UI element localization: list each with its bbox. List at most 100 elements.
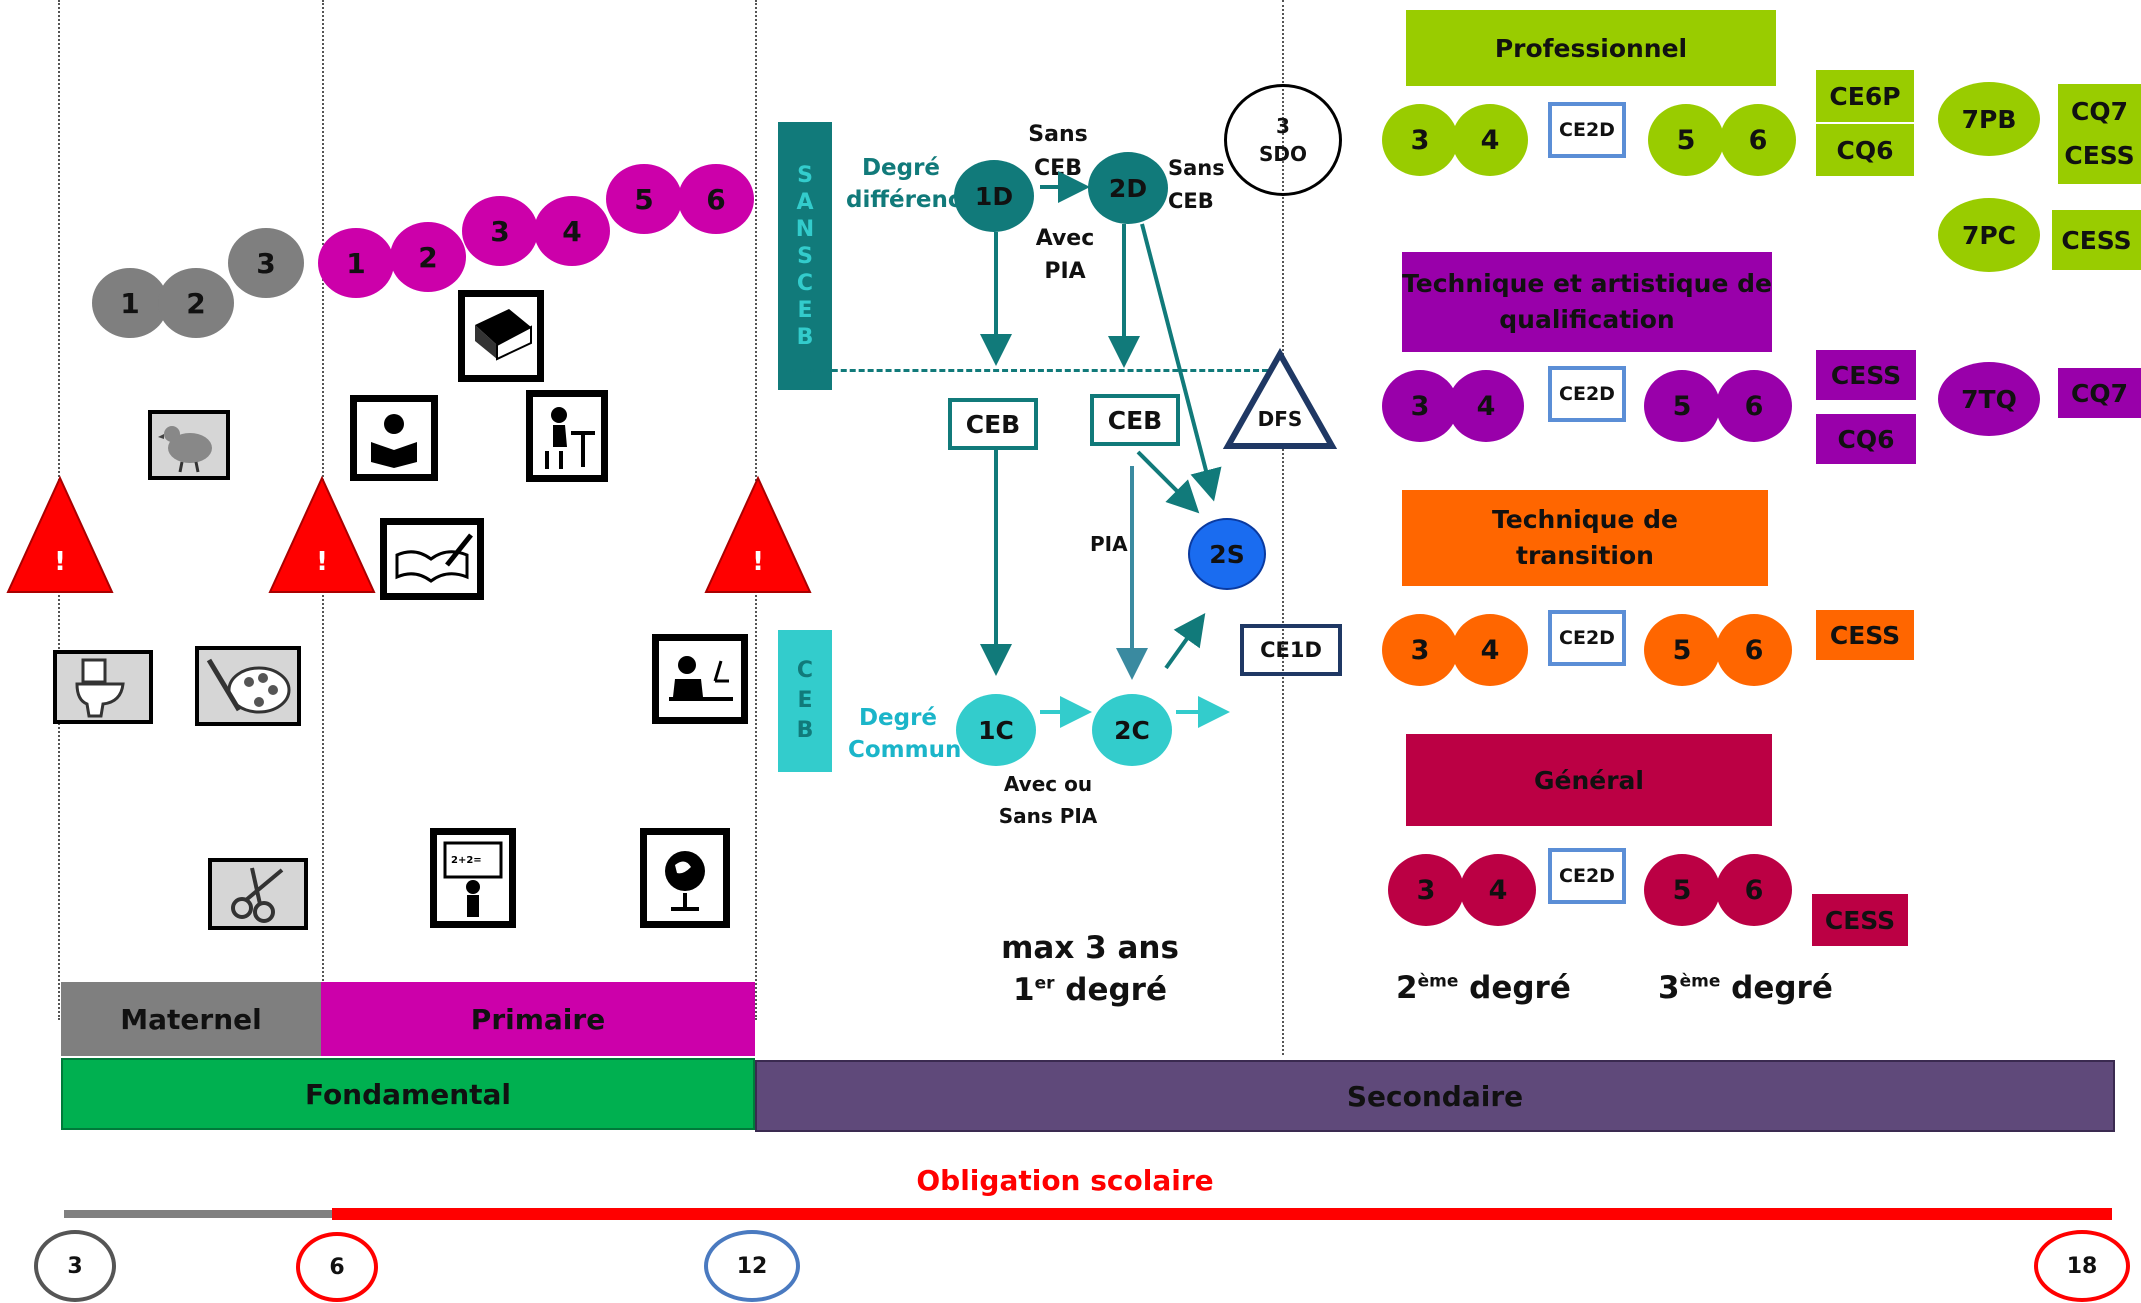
primaire-step: 6: [678, 164, 754, 234]
deuxieme-degre-label: 2ème degré: [1396, 970, 1571, 1006]
year-5: 5: [1648, 104, 1724, 176]
ce2d-box: CE2D: [1548, 366, 1626, 422]
svg-text:!: !: [752, 547, 764, 577]
scissors-icon: [208, 858, 308, 930]
ce2d-box: CE2D: [1548, 102, 1626, 158]
svg-text:!: !: [54, 547, 66, 577]
year-6: 6: [1716, 370, 1792, 442]
obligation-scolaire-label: Obligation scolaire: [916, 1164, 1214, 1197]
age-6: 6: [296, 1232, 378, 1302]
node-1c: 1C: [956, 694, 1036, 766]
troisieme-degre-label: 3ème degré: [1658, 970, 1833, 1006]
dfs-triangle: DFS: [1222, 348, 1338, 449]
year-5: 5: [1644, 614, 1720, 686]
maternel-step: 1: [92, 268, 168, 338]
year-4: 4: [1452, 104, 1528, 176]
cess-label: CESS: [1816, 350, 1916, 400]
primaire-step: 5: [606, 164, 682, 234]
year-3: 3: [1382, 614, 1458, 686]
year-3: 3: [1382, 370, 1458, 442]
cq6-label: CQ6: [1816, 124, 1914, 176]
study-desk-icon: [652, 634, 748, 724]
ceb-box: CEB: [1090, 394, 1180, 446]
warning-icon: !: [704, 475, 812, 593]
primaire-step: 2: [390, 222, 466, 292]
year-4: 4: [1448, 370, 1524, 442]
svg-text:2+2=: 2+2=: [451, 855, 482, 866]
svg-text:DFS: DFS: [1258, 407, 1303, 431]
degre-differencie-label: Degré différencié: [846, 155, 956, 213]
premier-degre-label: 1er degré: [1012, 972, 1167, 1008]
secondaire-bar: Secondaire: [755, 1060, 2115, 1132]
year-4: 4: [1452, 614, 1528, 686]
globe-icon: [640, 828, 730, 928]
year-6: 6: [1720, 104, 1796, 176]
maternel-step: 2: [158, 268, 234, 338]
year-4: 4: [1460, 854, 1536, 926]
ce2d-box: CE2D: [1548, 848, 1626, 904]
cess-label: CESS: [2052, 210, 2141, 270]
warning-icon: !: [268, 475, 376, 593]
svg-text:!: !: [316, 547, 328, 577]
year-3: 3: [1388, 854, 1464, 926]
cq7-label: CQ7: [2058, 368, 2141, 418]
writing-child-icon: [526, 390, 608, 482]
node-2s: 2S: [1188, 518, 1266, 590]
ce6p-label: CE6P: [1816, 70, 1914, 122]
node-1d: 1D: [954, 160, 1034, 232]
dashed-separator: [778, 369, 1268, 372]
year-6: 6: [1716, 854, 1792, 926]
primaire-bar: Primaire: [321, 982, 755, 1056]
primaire-step: 1: [318, 228, 394, 298]
age-3: 3: [34, 1230, 116, 1302]
primaire-step: 3: [462, 196, 538, 266]
timeline-red: [332, 1208, 2112, 1220]
book-icon: [458, 290, 544, 382]
7tq-node: 7TQ: [1938, 362, 2040, 436]
7pc-node: 7PC: [1938, 198, 2040, 272]
toilet-icon: [53, 650, 153, 724]
node-2d: 2D: [1088, 152, 1168, 224]
age-18: 18: [2034, 1230, 2130, 1302]
sans-ceb-label: S A N S C E B: [778, 122, 832, 390]
timeline-gray: [64, 1210, 332, 1218]
palette-icon: [195, 646, 301, 726]
year-3: 3: [1382, 104, 1458, 176]
fondamental-bar: Fondamental: [61, 1058, 755, 1130]
cq6-label: CQ6: [1816, 414, 1916, 464]
ce1d-box: CE1D: [1240, 624, 1342, 676]
warning-icon: !: [6, 475, 114, 593]
cess-label: CESS: [1816, 610, 1914, 660]
professionnel-header: Professionnel: [1406, 10, 1776, 86]
pia-note: PIA: [1090, 532, 1128, 556]
reading-child-icon: [350, 395, 438, 481]
separator-line: [1282, 0, 1284, 1055]
year-6: 6: [1716, 614, 1792, 686]
7pb-node: 7PB: [1938, 82, 2040, 156]
cess-label: CESS: [1812, 894, 1908, 946]
general-header: Général: [1406, 734, 1772, 826]
maternel-bar: Maternel: [61, 982, 321, 1056]
age-12: 12: [704, 1230, 800, 1302]
node-2c: 2C: [1092, 694, 1172, 766]
ceb-box: CEB: [948, 398, 1038, 450]
open-book-icon: [380, 518, 484, 600]
blackboard-icon: 2+2=: [430, 828, 516, 928]
ce2d-box: CE2D: [1548, 610, 1626, 666]
ceb-label: C E B: [778, 630, 832, 772]
year-5: 5: [1644, 854, 1720, 926]
year-5: 5: [1644, 370, 1720, 442]
max-3-ans-label: max 3 ans: [1001, 930, 1179, 966]
primaire-step: 4: [534, 196, 610, 266]
hen-icon: [148, 410, 230, 480]
